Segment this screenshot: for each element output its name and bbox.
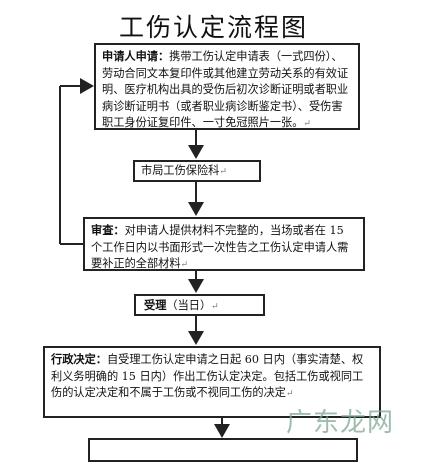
paragraph-mark: ↵ <box>219 167 227 177</box>
step-apply-label: 申请人申请： <box>102 49 170 63</box>
step-apply-text: 携带工伤认定申请表（一式四份）、劳动合同文本复印件或其他建立劳动关系的有效证明、… <box>102 50 349 129</box>
step-review-text: 对申请人提供材料不完整的，当场或者在 15 个工作日内以书面形式一次性告之工伤认… <box>91 224 349 270</box>
step-accept-text: （当日） <box>166 299 212 312</box>
site-watermark: 广东龙网 <box>286 408 395 438</box>
diagram-title: 工伤认定流程图 <box>118 13 308 42</box>
paragraph-mark: ↵ <box>211 302 219 312</box>
paragraph-mark: ↵ <box>180 260 189 270</box>
step-office-box: 市局工伤保险科↵ <box>133 160 261 182</box>
step-review-label: 审查： <box>91 223 125 237</box>
step-review-box: 审查：对申请人提供材料不完整的，当场或者在 15 个工作日内以书面形式一次性告之… <box>83 217 365 271</box>
step-apply-box: 申请人申请：携带工伤认定申请表（一式四份）、劳动合同文本复印件或其他建立劳动关系… <box>94 43 360 130</box>
step-next-box-cropped <box>88 438 358 462</box>
step-accept-label: 受理 <box>144 298 167 312</box>
paragraph-mark: ↵ <box>303 119 311 129</box>
paragraph-mark: ↵ <box>285 389 294 399</box>
step-office-text: 市局工伤保险科 <box>141 164 220 177</box>
step-decision-box: 行政决定：自受理工伤认定申请之日起 60 日内（事实清楚、权利义务明确的 15 … <box>43 346 381 418</box>
flow-connectors <box>59 78 230 438</box>
step-decision-label: 行政决定： <box>51 352 107 366</box>
step-accept-box: 受理（当日）↵ <box>134 294 265 316</box>
step-decision-text: 自受理工伤认定申请之日起 60 日内（事实清楚、权利义务明确的 15 日内）作出… <box>51 353 364 399</box>
